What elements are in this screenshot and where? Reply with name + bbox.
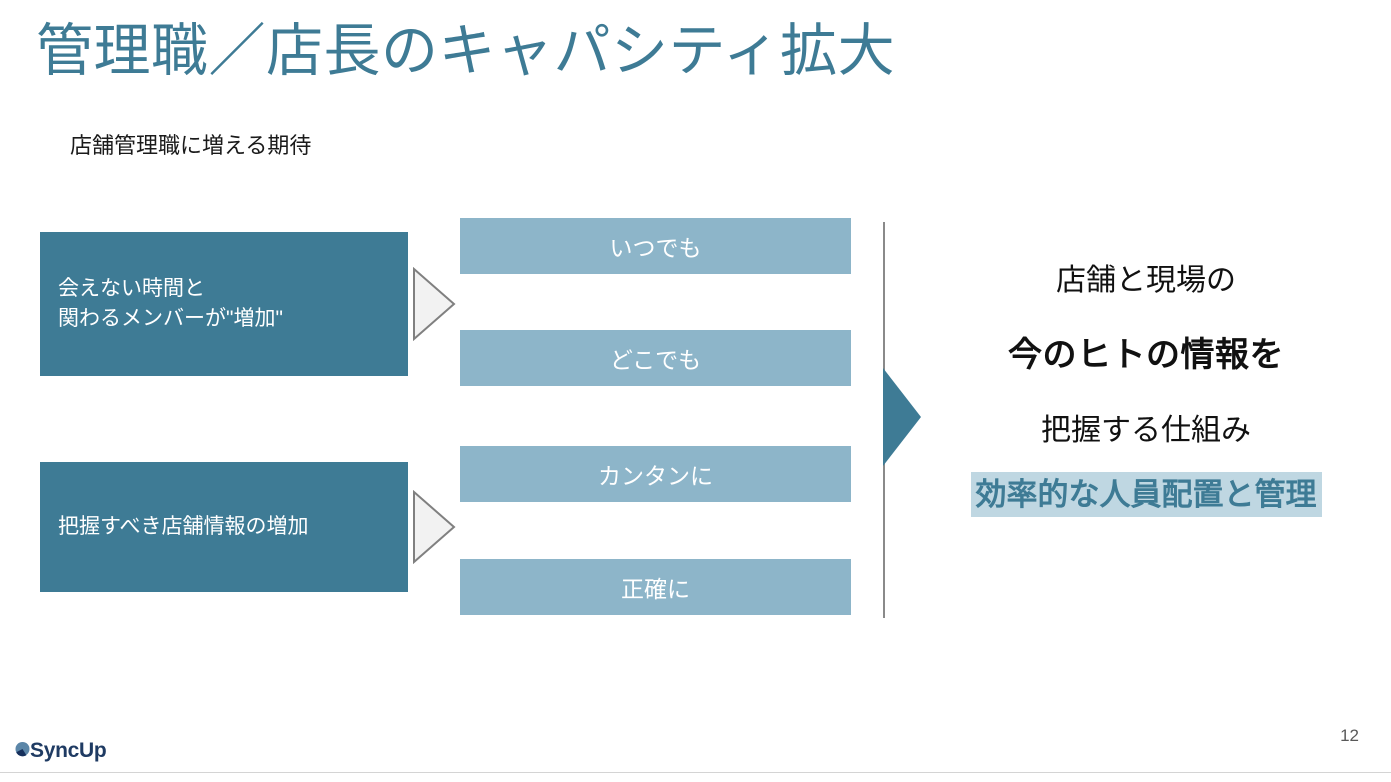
hollow-arrow-right-icon-1 [412,267,456,341]
syncup-mark-icon [13,741,32,760]
hollow-arrow-right-icon-2 [412,490,456,564]
requirement-bar-1-label: いつでも [609,235,702,261]
requirement-bar-3-label: カンタンに [598,463,713,489]
outcome-line-2: 今のヒトの情報を [1008,335,1284,374]
cause-box-2-label: 把握すべき店舗情報の増加 [58,514,309,538]
outcome-line-3: 把握する仕組み [1041,414,1251,447]
cause-box-1-label: 会えない時間と 関わるメンバーが"増加" [58,276,283,330]
outcome-line-1: 店舗と現場の [1056,264,1236,297]
page-title: 管理職／店長のキャパシティ拡大 [36,19,896,83]
outcome-block: 店舗と現場の 今のヒトの情報を 把握する仕組み 効率的な人員配置と管理 [921,262,1371,518]
brand-logo: SyncUp [13,736,107,764]
solid-arrow-right-icon [883,368,921,466]
requirement-bar-4: 正確に [460,559,851,615]
page-subtitle: 店舗管理職に増える期待 [70,133,312,158]
cause-box-1: 会えない時間と 関わるメンバーが"増加" [40,232,408,376]
outcome-highlight-text: 効率的な人員配置と管理 [970,471,1322,518]
footer-divider [0,772,1391,773]
requirement-bar-1: いつでも [460,218,851,274]
outcome-highlight-wrap: 効率的な人員配置と管理 [921,471,1371,518]
page-number: 12 [1340,726,1359,745]
requirement-bar-4-label: 正確に [621,576,690,602]
requirement-bar-2: どこでも [460,330,851,386]
brand-name: SyncUp [30,738,107,762]
cause-box-2: 把握すべき店舗情報の増加 [40,462,408,592]
requirement-bar-2-label: どこでも [609,347,702,373]
requirement-bar-3: カンタンに [460,446,851,502]
